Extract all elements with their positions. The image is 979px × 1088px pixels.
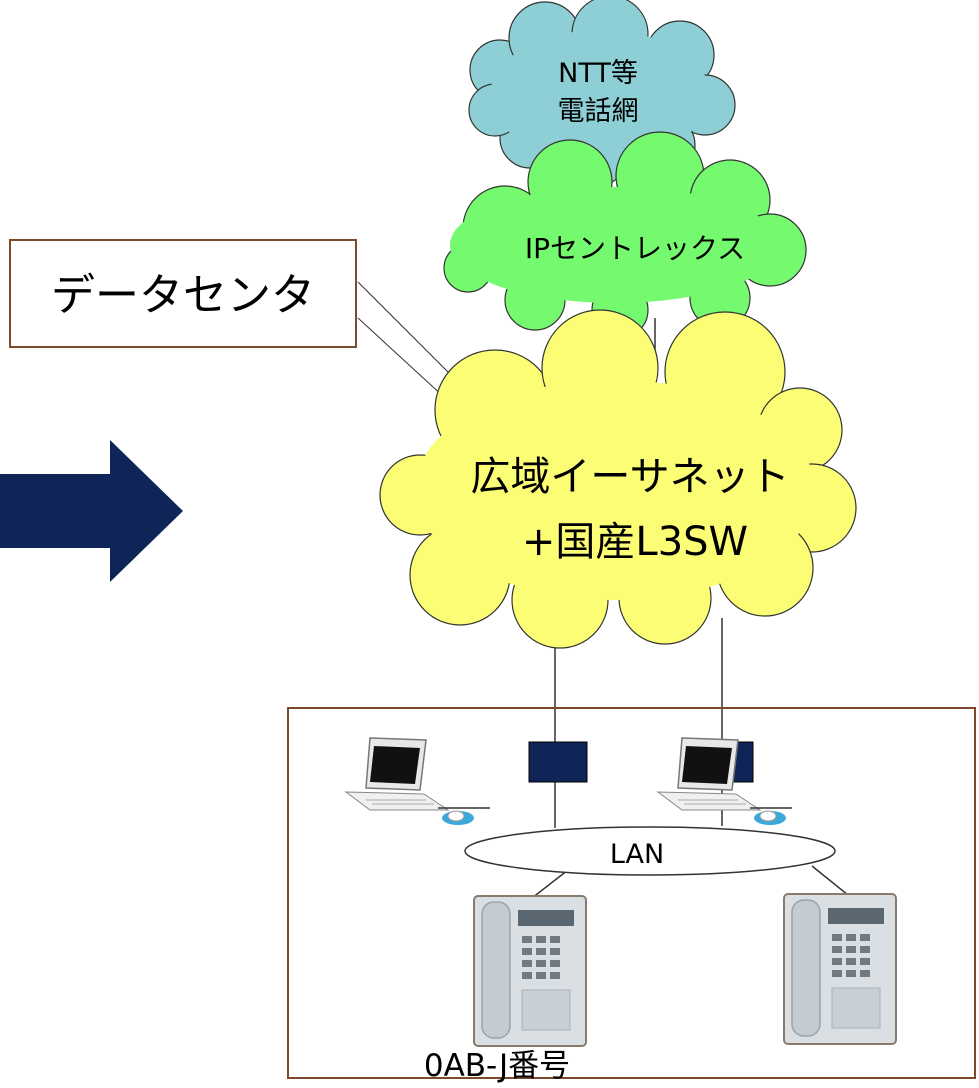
lan-label: LAN <box>610 839 664 870</box>
ip-centrex-cloud: IPセントレックス <box>443 131 807 339</box>
office-box: LAN <box>287 707 976 1084</box>
data-center-border <box>9 239 357 348</box>
wide-area-ethernet-label-line2: +国産L3SW <box>522 519 748 565</box>
ntt-cloud-label-line2: 電話網 <box>558 96 639 127</box>
data-center-label: データセンタ <box>51 270 315 321</box>
laptop-icon <box>344 737 474 825</box>
lan-ellipse <box>464 826 836 876</box>
ntt-cloud-fill <box>490 30 710 160</box>
data-center-box: データセンタ <box>9 239 357 348</box>
office-border <box>287 707 976 1079</box>
laptop-icon <box>656 737 786 825</box>
ip-phone-icon <box>473 895 587 1047</box>
link-lan-to-phone-right <box>811 865 849 896</box>
link-lan-to-phone-left <box>531 869 569 899</box>
link-datacenter-a <box>357 281 459 383</box>
ip-centrex-cloud-fill <box>450 187 780 303</box>
wide-area-ethernet-label-line1: 広域イーサネット <box>470 454 789 500</box>
wide-area-ethernet-cloud-fill <box>415 380 815 600</box>
ntt-cloud-label-line1: NTT等 <box>558 58 638 89</box>
router-left <box>528 741 588 783</box>
number-label: 0AB-J番号 <box>424 1048 570 1084</box>
ip-centrex-label: IPセントレックス <box>525 232 745 265</box>
wide-area-ethernet-cloud: 広域イーサネット +国産L3SW <box>379 309 857 649</box>
link-datacenter-b <box>357 317 446 399</box>
ip-phone-icon <box>783 893 897 1045</box>
right-arrow-icon <box>0 440 183 582</box>
